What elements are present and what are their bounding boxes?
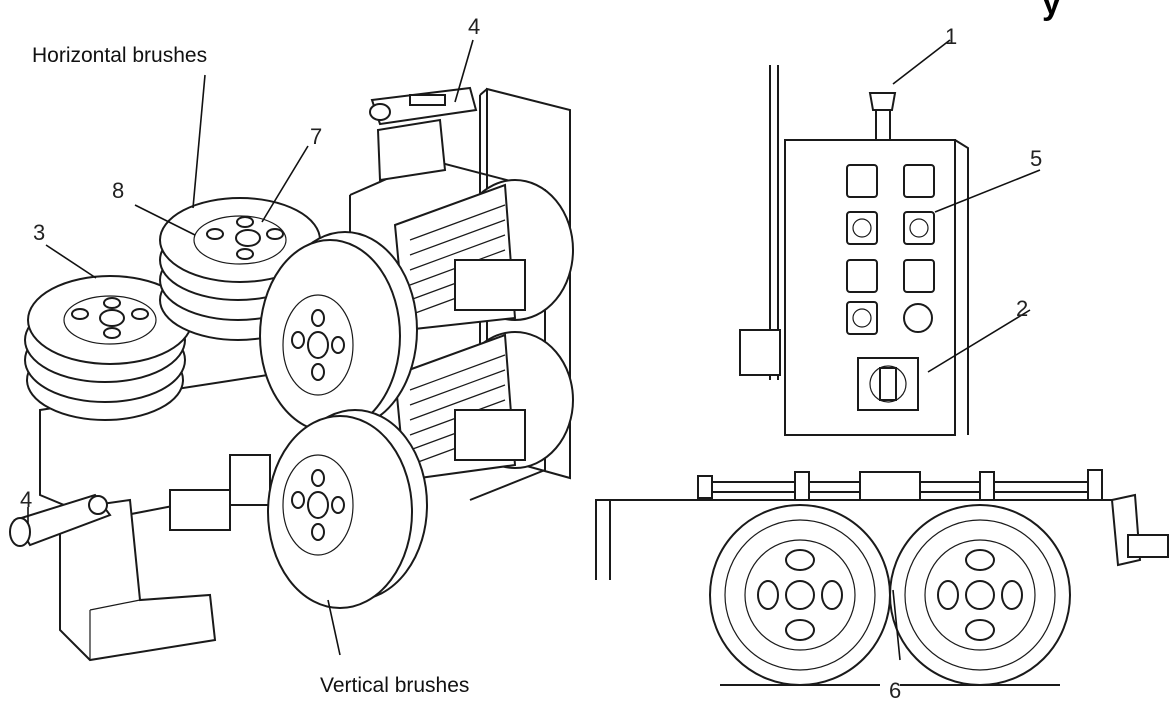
callout-5: 5 bbox=[1030, 146, 1043, 171]
callout-1: 1 bbox=[945, 24, 958, 49]
callout-2: 2 bbox=[1016, 296, 1029, 321]
leader-lines bbox=[27, 39, 1041, 661]
callout-6: 6 bbox=[889, 678, 902, 703]
horizontal-brushes-label: Horizontal brushes bbox=[32, 44, 208, 67]
front-view-brush-pair bbox=[595, 469, 1169, 686]
isometric-brush-unit bbox=[9, 86, 574, 662]
vertical-brushes-label: Vertical brushes bbox=[320, 674, 470, 697]
callout-3: 3 bbox=[33, 220, 46, 245]
callout-4-left: 4 bbox=[20, 487, 33, 512]
callout-7: 7 bbox=[310, 124, 323, 149]
cropped-heading-text: y bbox=[1042, 0, 1061, 22]
callout-8: 8 bbox=[112, 178, 125, 203]
front-view-control-panel bbox=[739, 65, 969, 436]
callout-4-top: 4 bbox=[468, 14, 481, 39]
